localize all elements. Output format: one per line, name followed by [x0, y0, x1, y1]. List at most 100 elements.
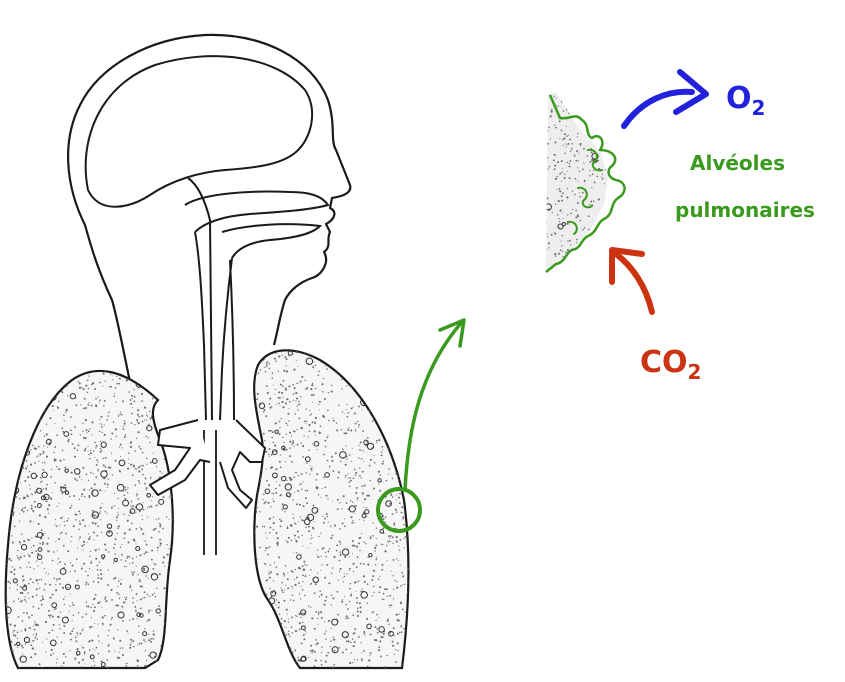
left-lung-texture-dot: [173, 363, 174, 364]
alveoli-texture-dot: [568, 166, 569, 167]
right-lung-texture-dot: [288, 618, 289, 619]
left-lung-texture-dot: [159, 573, 161, 575]
right-lung-texture-dot: [366, 346, 367, 347]
alveoli-texture-dot: [561, 101, 563, 103]
right-lung-texture-dot: [294, 387, 296, 389]
left-lung-texture-dot: [157, 547, 159, 549]
left-lung-texture-dot: [173, 653, 175, 655]
right-lung-texture-dot: [409, 344, 411, 346]
left-lung-texture-dot: [64, 563, 66, 565]
right-lung-texture-dot: [408, 366, 410, 368]
right-lung-texture-dot: [298, 536, 300, 538]
alveoli-texture-dot: [586, 267, 588, 269]
right-lung-texture-dot: [392, 384, 394, 386]
right-lung-texture-dot: [380, 392, 381, 393]
alveoli-texture-dot: [597, 139, 599, 141]
right-lung-texture-dot: [330, 537, 332, 539]
right-lung-texture-dot: [375, 564, 376, 565]
left-lung-texture-dot: [114, 396, 116, 398]
right-lung-texture-dot: [319, 431, 320, 432]
right-lung-texture-dot: [339, 571, 340, 572]
left-lung-texture-dot: [130, 399, 132, 401]
left-lung-texture-dot: [147, 517, 148, 518]
left-lung-texture-dot: [151, 500, 152, 501]
alveoli-texture-dot: [574, 154, 576, 156]
right-lung-texture-dot: [394, 439, 396, 441]
right-lung-texture-dot: [372, 417, 373, 418]
left-lung-texture-dot: [99, 399, 101, 401]
left-lung-texture-dot: [90, 551, 91, 552]
right-lung-texture-dot: [381, 391, 383, 393]
right-lung-texture-dot: [372, 612, 374, 614]
right-lung-texture-dot: [270, 506, 271, 507]
left-lung-texture-dot: [10, 560, 12, 562]
left-lung-texture-dot: [63, 459, 65, 461]
left-lung-texture-dot: [84, 663, 85, 664]
left-lung-texture-dot: [59, 460, 61, 462]
left-lung-texture-dot: [59, 503, 60, 504]
left-lung-texture-dot: [142, 452, 144, 454]
right-lung-texture-dot: [378, 646, 380, 648]
left-lung-texture-dot: [44, 462, 45, 463]
left-lung-texture-dot: [94, 442, 96, 444]
left-lung-texture-dot: [68, 518, 69, 519]
alveoli-texture-dot: [589, 204, 590, 205]
left-lung-texture-dot: [99, 512, 101, 514]
left-lung-texture-dot: [102, 616, 104, 618]
right-lung-texture-dot: [396, 408, 397, 409]
right-lung-texture-dot: [287, 578, 289, 580]
right-lung-texture-dot: [292, 652, 294, 654]
right-lung-texture-dot: [394, 446, 396, 448]
alveoli-texture-dot: [591, 266, 592, 267]
right-lung-texture-dot: [269, 403, 271, 405]
left-lung-texture-dot: [117, 528, 119, 530]
left-lung-texture-dot: [115, 554, 116, 555]
left-lung-texture-dot: [35, 637, 37, 639]
right-lung-texture-dot: [361, 652, 362, 653]
right-lung-texture-dot: [336, 550, 338, 552]
right-lung-texture-dot: [384, 388, 386, 390]
left-lung-texture-dot: [108, 644, 110, 646]
left-lung-texture-dot: [33, 360, 34, 361]
left-lung-texture-dot: [148, 423, 150, 425]
left-lung-texture-dot: [70, 416, 72, 418]
left-lung-texture-dot: [49, 617, 50, 618]
left-lung-texture-dot: [167, 360, 168, 361]
left-lung-texture-dot: [24, 555, 26, 557]
left-lung-texture-dot: [48, 574, 49, 575]
right-lung-texture-dot: [285, 449, 287, 451]
left-lung-texture-dot: [166, 657, 167, 658]
left-lung-texture-dot: [34, 404, 35, 405]
left-lung-texture-dot: [90, 607, 92, 609]
right-lung-texture-dot: [253, 574, 254, 575]
right-lung-texture-dot: [393, 575, 394, 576]
left-lung-texture-dot: [95, 405, 97, 407]
right-lung-texture-dot: [296, 345, 297, 346]
right-lung-texture-dot: [281, 652, 282, 653]
left-lung-texture-dot: [153, 372, 155, 374]
left-lung-texture-dot: [116, 520, 117, 521]
right-lung-texture-dot: [347, 617, 349, 619]
left-lung-texture-dot: [46, 572, 47, 573]
right-lung-texture-dot: [363, 633, 365, 635]
left-lung-texture-dot: [34, 568, 35, 569]
right-lung-texture-dot: [281, 582, 283, 584]
left-lung-texture-dot: [5, 540, 7, 542]
left-lung-texture-dot: [136, 565, 137, 566]
left-lung-texture-dot: [104, 615, 106, 617]
right-lung-texture-dot: [285, 423, 287, 425]
right-lung-texture-dot: [266, 468, 267, 469]
co2-label: CO2: [640, 345, 701, 384]
left-lung-texture-dot: [70, 633, 72, 635]
left-lung-texture-dot: [102, 624, 103, 625]
alveoli-texture-dot: [593, 115, 594, 116]
right-lung-texture-dot: [382, 544, 383, 545]
left-lung-texture-dot: [146, 412, 147, 413]
left-lung-texture-dot: [141, 669, 143, 671]
left-lung-texture-dot: [83, 541, 85, 543]
right-lung-texture-dot: [349, 588, 350, 589]
right-lung-texture-dot: [314, 354, 316, 356]
right-lung-texture-dot: [301, 519, 303, 521]
left-lung-texture-dot: [152, 496, 153, 497]
right-lung-texture-dot: [393, 627, 395, 629]
